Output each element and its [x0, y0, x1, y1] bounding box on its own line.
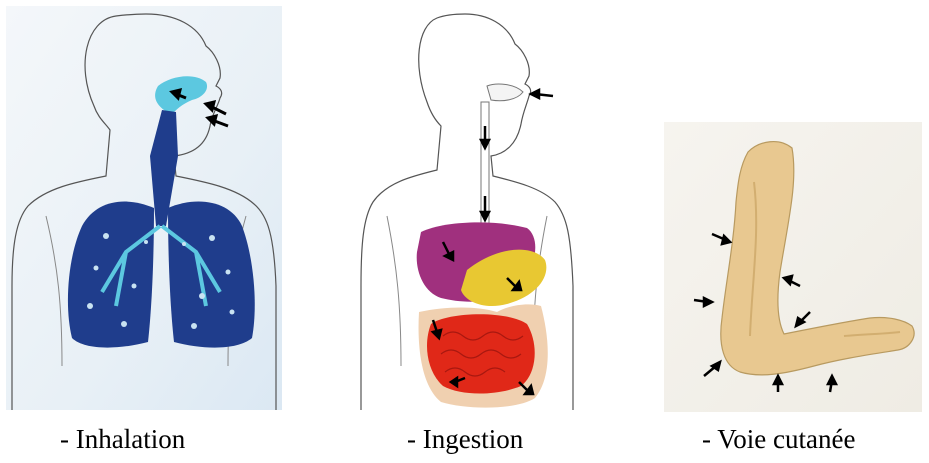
ingestion-panel	[357, 6, 577, 410]
inhalation-panel	[6, 6, 282, 410]
arm-skin-illustration	[664, 122, 922, 412]
digestive-system-illustration	[357, 6, 577, 410]
respiratory-system-illustration	[6, 6, 282, 410]
cutaneous-caption: - Voie cutanée	[702, 424, 855, 455]
cutaneous-panel	[664, 122, 922, 412]
ingestion-caption: - Ingestion	[407, 424, 523, 455]
inhalation-caption: - Inhalation	[60, 424, 185, 455]
